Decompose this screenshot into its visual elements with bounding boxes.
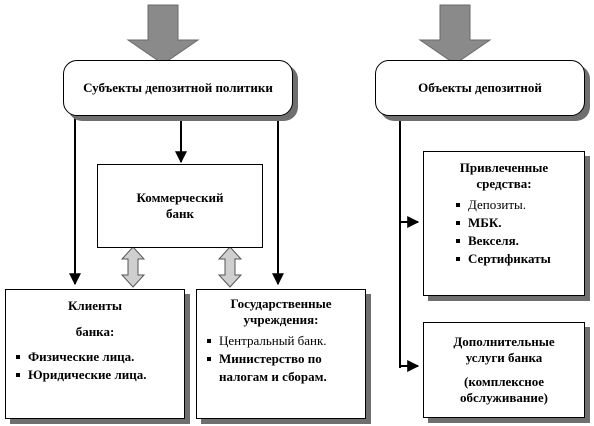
list-item: Сертификаты: [454, 250, 574, 268]
commercial-bank-box: Коммерческий банк: [97, 164, 263, 248]
attracted-title: Привлеченные средства:: [459, 160, 549, 191]
top-arrow-right-icon: [418, 4, 492, 65]
state-title: Государственные учреждения:: [230, 296, 332, 327]
objects-box: Объекты депозитной: [375, 60, 585, 116]
list-item: Центральный банк.: [205, 332, 357, 350]
double-arrow-right-icon: [217, 246, 243, 288]
list-item: Векселя.: [454, 232, 574, 250]
list-item: МБК.: [454, 214, 574, 232]
state-list: Центральный банк. Министерство по налога…: [205, 332, 357, 386]
objects-title: Объекты депозитной: [418, 80, 542, 95]
subjects-box: Субъекты депозитной политики: [63, 60, 293, 116]
clients-title: Клиенты: [67, 298, 122, 313]
double-arrow-left-icon: [120, 246, 146, 288]
additional-subtitle: (комплексное обслуживание): [460, 374, 548, 405]
additional-box: Дополнительные услуги банка (комплексное…: [423, 322, 585, 418]
state-box: Государственные учреждения: Центральный …: [196, 289, 366, 419]
commercial-bank-title: Коммерческий банк: [136, 190, 224, 221]
list-item: Депозиты.: [454, 196, 574, 214]
subjects-title: Субъекты депозитной политики: [83, 80, 273, 95]
attracted-list: Депозиты. МБК. Векселя. Сертификаты: [434, 196, 574, 268]
attracted-box: Привлеченные средства: Депозиты. МБК. Ве…: [423, 151, 585, 296]
list-item: Юридические лица.: [14, 366, 176, 384]
additional-title: Дополнительные услуги банка: [453, 334, 555, 365]
clients-subtitle: банка:: [75, 324, 115, 339]
top-arrow-left-icon: [126, 4, 200, 65]
clients-list: Физические лица. Юридические лица.: [14, 348, 176, 384]
list-item: Физические лица.: [14, 348, 176, 366]
list-item: Министерство по налогам и сборам.: [205, 350, 357, 386]
clients-box: Клиенты банка: Физические лица. Юридичес…: [5, 289, 185, 419]
